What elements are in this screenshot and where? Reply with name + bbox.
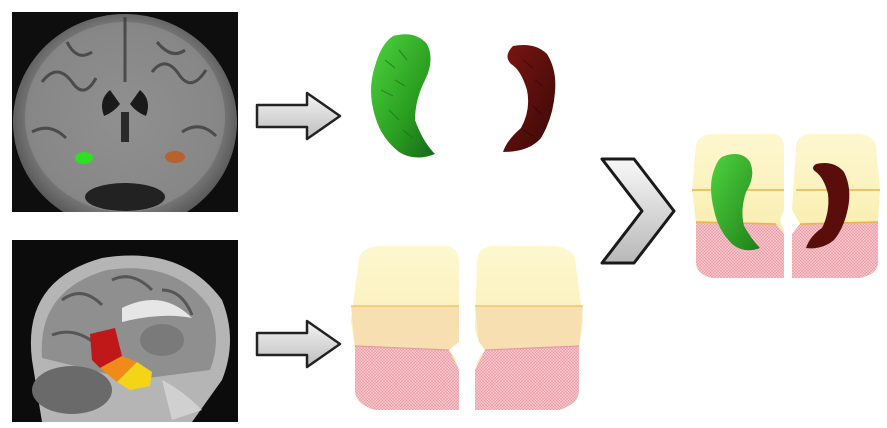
right-hippocampus-label <box>165 151 185 163</box>
coronal-mri-image <box>12 12 238 212</box>
combined-overlay <box>688 130 880 285</box>
right-hippocampus-mesh <box>483 40 573 160</box>
atlas-subregion-mesh <box>345 240 590 418</box>
chevron-right-icon <box>598 155 678 267</box>
left-hippocampus-mesh <box>355 30 455 165</box>
sagittal-mri-image <box>12 240 238 422</box>
sagittal-mri-panel <box>12 240 238 422</box>
right-arrow-icon <box>255 318 343 370</box>
right-arrow-icon <box>255 90 343 142</box>
left-hippocampus-label <box>75 152 93 164</box>
coronal-mri-panel <box>12 12 238 212</box>
